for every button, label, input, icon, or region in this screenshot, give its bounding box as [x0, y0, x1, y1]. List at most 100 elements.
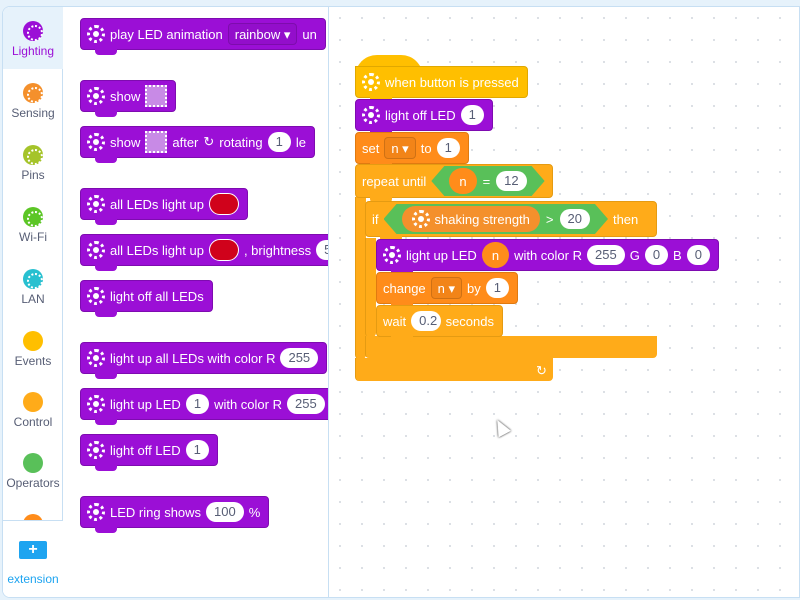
led-ring-picker[interactable]: [145, 131, 168, 153]
lighting-dot-icon: [23, 21, 43, 41]
category-label: Events: [14, 354, 52, 368]
block-text: le: [295, 134, 307, 150]
category-wi-fi[interactable]: Wi-Fi: [3, 193, 63, 255]
block-text: B: [673, 247, 682, 263]
dropdown[interactable]: n ▾: [430, 277, 463, 299]
block-text: to: [420, 140, 432, 156]
script-block[interactable]: when button is pressed: [355, 66, 528, 103]
block-text: light off LED: [110, 442, 181, 458]
block-text: all LEDs light up: [110, 196, 204, 212]
number-input[interactable]: 1: [185, 394, 210, 414]
number-input[interactable]: 1: [267, 132, 291, 152]
number-input[interactable]: 0: [644, 245, 669, 265]
category-label: LAN: [21, 292, 45, 306]
number-input[interactable]: 1: [460, 105, 484, 125]
extension-gear-icon: [87, 25, 105, 43]
block-text: n: [459, 173, 467, 189]
block-text: set: [362, 140, 380, 156]
boolean-block[interactable]: shaking strength>20: [384, 204, 608, 234]
color-picker[interactable]: [208, 239, 239, 261]
category-label: Operators: [6, 476, 60, 490]
led-ring-picker[interactable]: [145, 85, 168, 107]
block-text: G: [629, 247, 640, 263]
block-text: after: [172, 134, 199, 150]
block-text: rotating: [219, 134, 263, 150]
block-text: with color R: [214, 396, 282, 412]
extension-gear-icon: [87, 395, 105, 413]
number-input[interactable]: 100: [206, 502, 244, 522]
block-text: with color R: [514, 247, 582, 263]
dropdown[interactable]: rainbow ▾: [227, 23, 298, 45]
number-input[interactable]: 1: [485, 278, 509, 298]
extension-gear-icon: [362, 73, 380, 91]
number-input[interactable]: 12: [496, 171, 526, 191]
number-input[interactable]: 255: [586, 245, 625, 265]
extension-label: extension: [7, 572, 59, 586]
block-text: light off LED: [385, 107, 456, 123]
block-text: , brightness: [243, 242, 312, 258]
extension-gear-icon: [87, 349, 105, 367]
extension-button[interactable]: + extension: [3, 520, 63, 597]
extension-gear-icon: [362, 106, 380, 124]
number-input[interactable]: 1: [185, 440, 209, 460]
category-lan[interactable]: LAN: [3, 255, 63, 317]
category-pins[interactable]: Pins: [3, 131, 63, 193]
category-label: Wi-Fi: [19, 230, 47, 244]
block-text: n: [491, 247, 500, 263]
block-text: change: [383, 280, 426, 296]
dropdown[interactable]: n ▾: [384, 137, 416, 159]
category-lighting[interactable]: Lighting: [3, 7, 63, 69]
category-events[interactable]: Events: [3, 317, 63, 379]
lan-dot-icon: [23, 269, 43, 289]
reporter-block[interactable]: n: [449, 168, 476, 194]
block-text: if: [372, 211, 379, 227]
number-input[interactable]: 1: [436, 138, 460, 158]
palette-block[interactable]: light off all LEDs: [80, 280, 213, 317]
number-input[interactable]: 5: [316, 240, 328, 260]
number-input[interactable]: 255: [286, 394, 325, 414]
extension-gear-icon: [412, 210, 430, 228]
extension-gear-icon: [383, 246, 401, 264]
wi-fi-dot-icon: [23, 207, 43, 227]
block-text: LED ring shows: [110, 504, 202, 520]
number-input[interactable]: 255: [280, 348, 319, 368]
palette-block[interactable]: all LEDs light up, brightness5: [80, 234, 328, 271]
reporter-block[interactable]: shaking strength: [402, 206, 540, 232]
number-input[interactable]: 0: [686, 245, 710, 265]
category-operators[interactable]: Operators: [3, 439, 63, 501]
c-block-arm: [365, 238, 376, 337]
number-input[interactable]: 0.2: [411, 311, 441, 331]
number-input[interactable]: 20: [560, 209, 590, 229]
block-text: show: [110, 88, 141, 104]
block-text: show: [110, 134, 141, 150]
palette-block[interactable]: all LEDs light up: [80, 188, 248, 225]
block-text: wait: [383, 313, 407, 329]
block-text: seconds: [445, 313, 494, 329]
category-label: Lighting: [11, 44, 55, 58]
extension-gear-icon: [87, 441, 105, 459]
c-block-arm: [355, 197, 366, 359]
color-picker[interactable]: [208, 193, 239, 215]
boolean-block[interactable]: n=12: [431, 166, 544, 196]
c-block-arm: [355, 358, 553, 381]
category-label: Sensing: [11, 106, 55, 120]
reporter-block[interactable]: n: [481, 242, 510, 268]
category-sensing[interactable]: Sensing: [3, 69, 63, 131]
palette-block[interactable]: show: [80, 80, 177, 117]
category-control[interactable]: Control: [3, 378, 63, 440]
